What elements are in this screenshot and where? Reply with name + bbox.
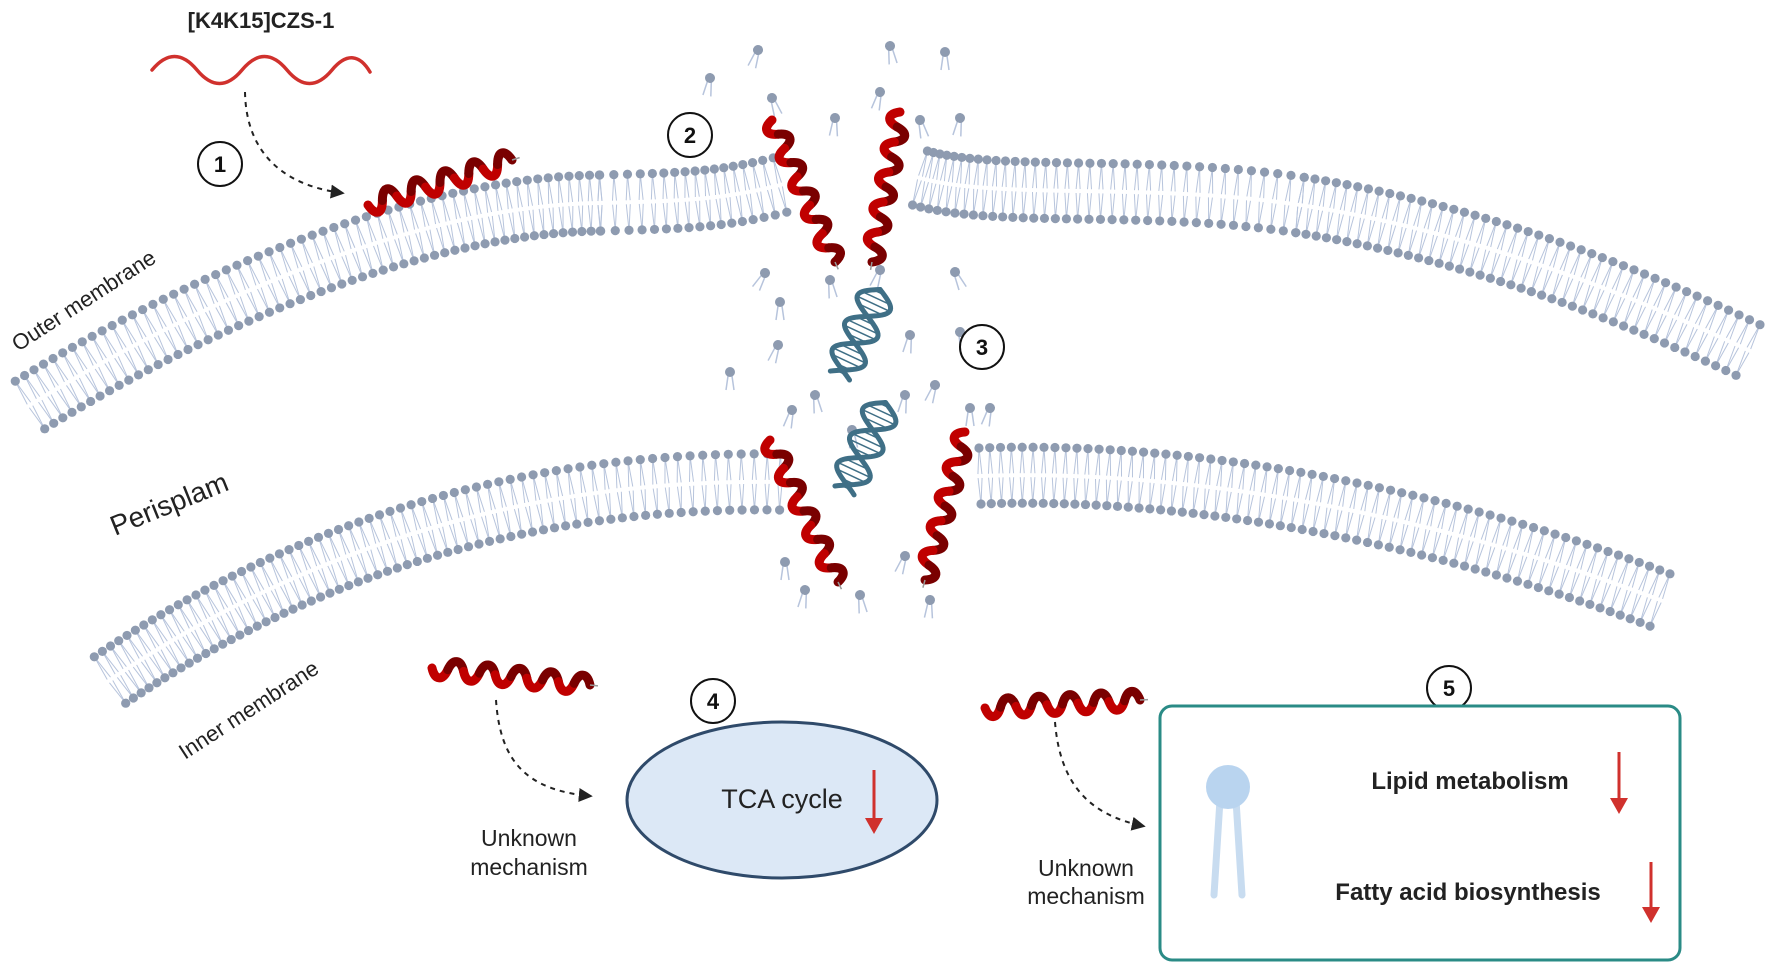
tca-cycle-label: TCA cycle xyxy=(721,784,843,814)
lipid-molecule xyxy=(797,585,810,609)
lipid-molecule xyxy=(902,330,915,354)
alpha-helix-icon xyxy=(917,427,973,588)
lipid-molecule xyxy=(825,275,838,299)
outer-membrane xyxy=(10,153,792,434)
down-arrow-icon xyxy=(1642,862,1660,923)
lipid-molecule xyxy=(940,47,950,71)
outer-membrane xyxy=(907,146,1765,380)
lipid-molecule xyxy=(869,265,885,289)
inner-membrane xyxy=(89,449,785,708)
tca-cycle-ellipse xyxy=(625,720,939,880)
alpha-helix-icons xyxy=(363,107,1149,721)
dna-icon xyxy=(827,286,894,383)
dashed-arrow-icon xyxy=(1054,721,1146,831)
alpha-helix-icon xyxy=(980,687,1149,721)
dashed-arrow-icon xyxy=(495,699,593,802)
lipid-molecule xyxy=(782,405,797,429)
lipid-icon xyxy=(1206,765,1250,899)
dna-icon xyxy=(832,400,899,498)
dna-icon xyxy=(827,286,899,498)
peptide-wave-icon xyxy=(150,54,372,86)
lipid-molecule xyxy=(810,390,823,414)
lipid-molecule xyxy=(775,297,785,321)
down-arrow-icon xyxy=(865,770,883,834)
unknown-mechanism-label: mechanism xyxy=(470,854,588,880)
lipid-molecule xyxy=(747,45,763,69)
inner-membrane xyxy=(974,442,1675,631)
lipid-molecule xyxy=(952,113,965,137)
lipid-molecule xyxy=(767,93,783,117)
svg-text:3: 3 xyxy=(976,335,988,360)
lipid-molecule xyxy=(897,390,910,414)
lipid-molecule xyxy=(767,340,783,364)
alpha-helix-icon xyxy=(760,435,848,590)
fatty-acid-label: Fatty acid biosynthesis xyxy=(1335,879,1600,906)
metabolism-box xyxy=(1158,704,1682,962)
step-5-badge: 5 xyxy=(1426,665,1472,711)
step-4-badge: 4 xyxy=(690,678,736,724)
lipid-molecule xyxy=(751,268,770,291)
alpha-helix-icon xyxy=(862,107,910,271)
free-lipids xyxy=(702,41,995,619)
lipid-molecule xyxy=(924,380,940,404)
periplasm-label: Perisplam xyxy=(106,466,233,541)
lipid-molecule xyxy=(855,590,868,614)
svg-text:2: 2 xyxy=(684,123,696,148)
svg-text:5: 5 xyxy=(1443,676,1455,701)
lipid-molecule xyxy=(702,73,715,97)
lipid-molecule xyxy=(980,403,995,427)
alpha-helix-icon xyxy=(363,148,520,217)
alpha-helix-icon xyxy=(427,657,599,696)
lipid-molecule xyxy=(885,41,898,65)
peptide-name: [K4K15]CZS-1 xyxy=(188,8,335,33)
lipid-molecule xyxy=(894,551,910,575)
unknown-mechanism-label: Unknown xyxy=(1038,855,1134,881)
membranes xyxy=(10,146,1765,708)
step-2-badge: 2 xyxy=(667,112,713,158)
dashed-arrow-icon xyxy=(244,91,345,199)
lipid-metabolism-label: Lipid metabolism xyxy=(1371,768,1568,795)
lipid-molecule xyxy=(950,267,967,291)
down-arrow-icon xyxy=(1610,752,1628,814)
svg-text:1: 1 xyxy=(214,152,226,177)
unknown-mechanism-label: Unknown xyxy=(481,825,577,851)
step-1-badge: 1 xyxy=(197,141,243,187)
lipid-molecule xyxy=(828,113,840,137)
svg-text:4: 4 xyxy=(707,689,720,714)
step-3-badge: 3 xyxy=(959,324,1005,370)
lipid-molecule xyxy=(725,367,735,391)
unknown-mechanism-label: mechanism xyxy=(1027,883,1145,909)
lipid-molecule xyxy=(923,595,935,619)
lipid-molecule xyxy=(965,403,975,427)
lipid-molecule xyxy=(780,557,790,581)
lipid-molecule xyxy=(915,115,930,139)
lipid-molecule xyxy=(870,87,885,111)
inner-membrane-label: Inner membrane xyxy=(174,655,323,764)
alpha-helix-icon xyxy=(762,115,845,270)
